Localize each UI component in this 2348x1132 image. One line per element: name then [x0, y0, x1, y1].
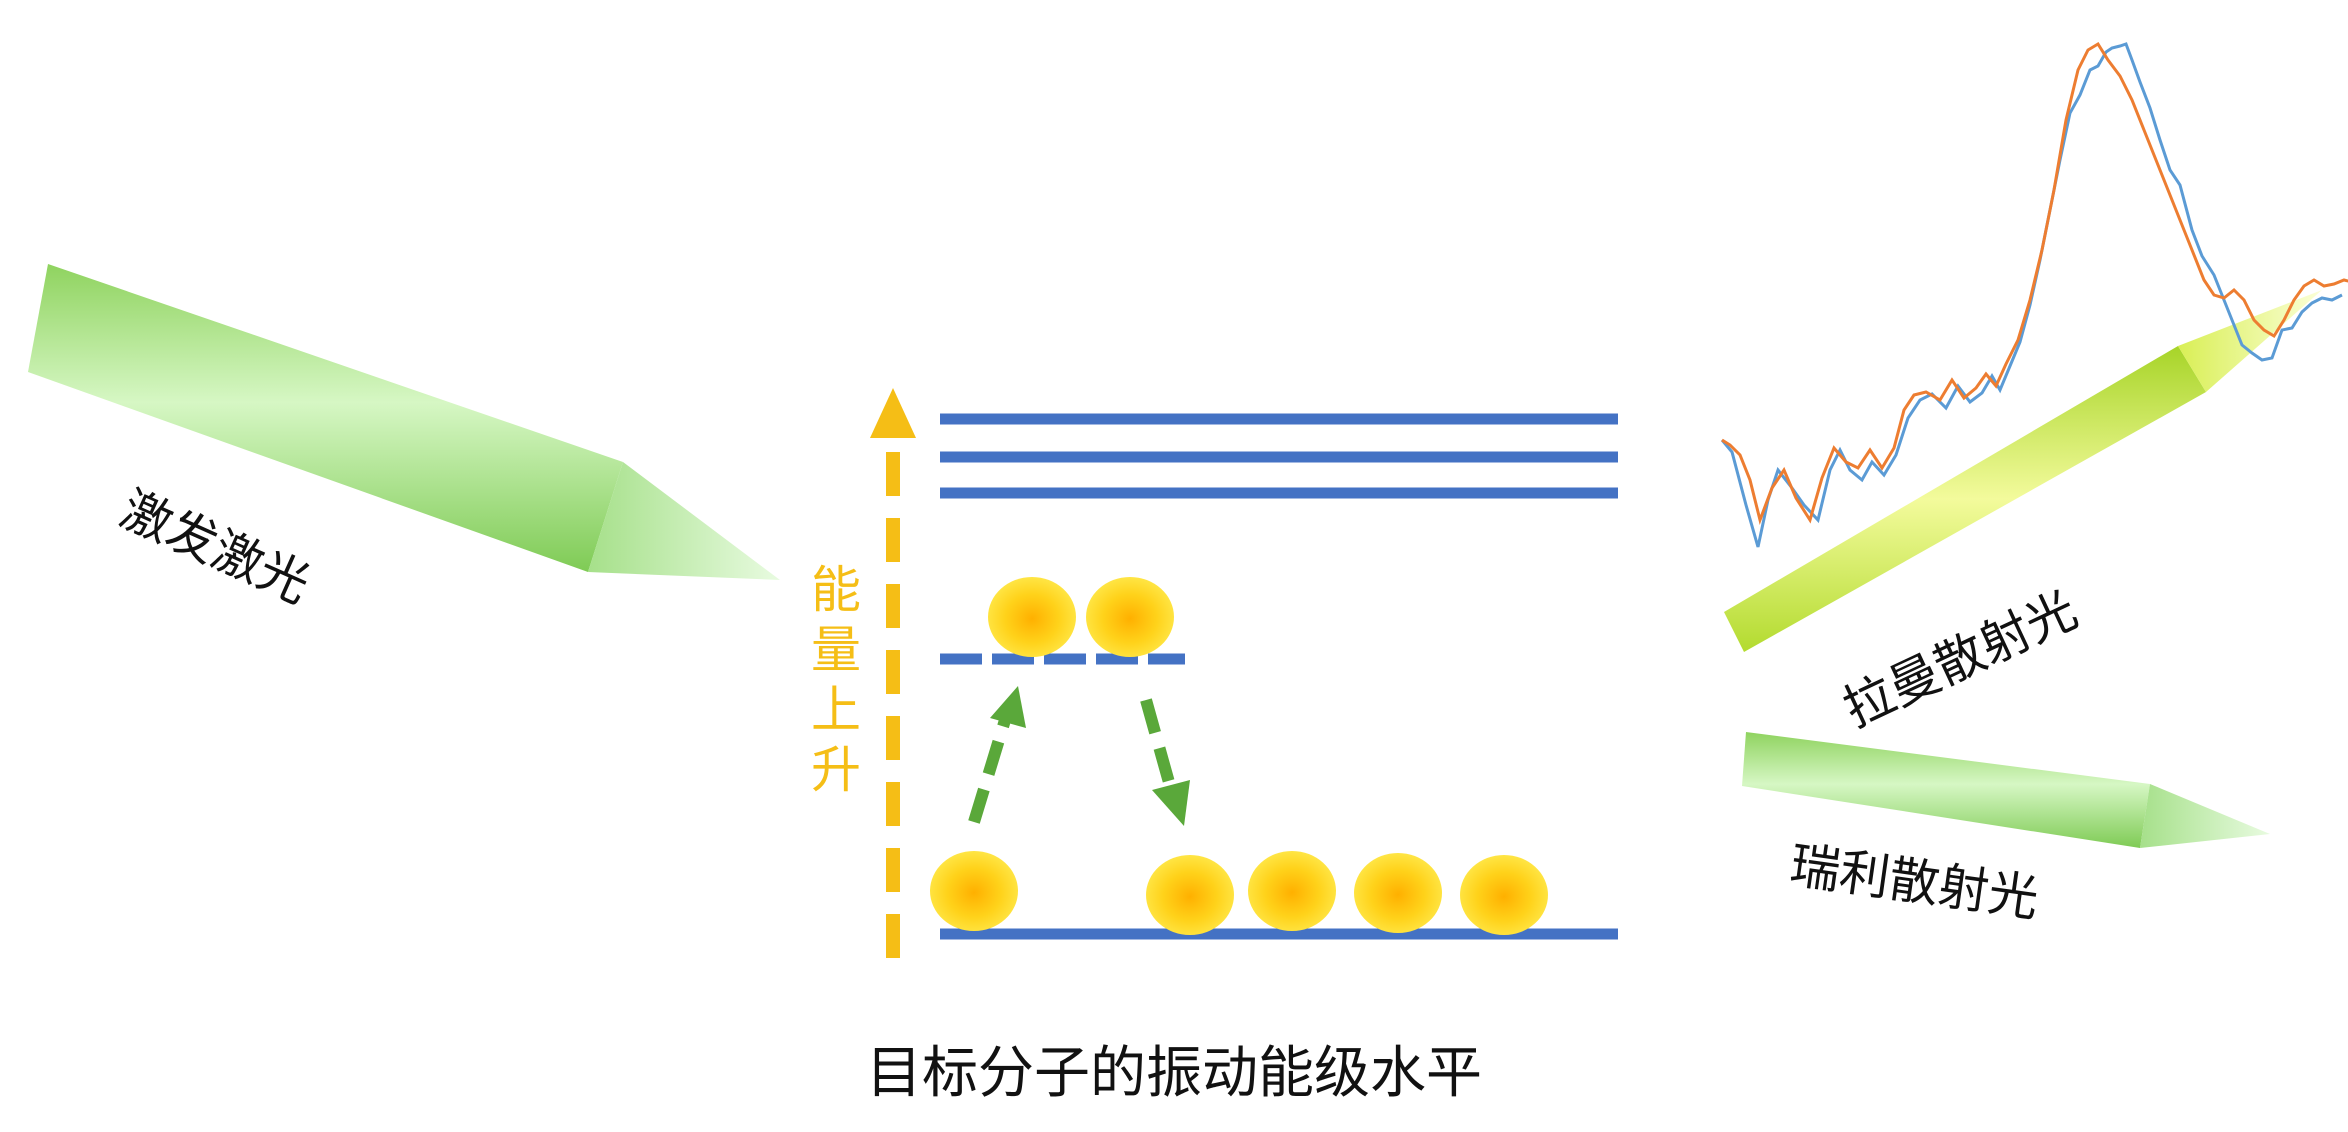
rayleigh-scattering-beam [1742, 732, 2270, 848]
raman-spectrum [1720, 41, 2348, 548]
molecule-excited [1086, 577, 1174, 657]
down-transition-arrow [1140, 698, 1176, 788]
excitation-laser-beam [28, 264, 780, 580]
energy-rise-label: 能量上升 [811, 561, 861, 799]
molecule-ground [1460, 855, 1548, 935]
molecules [930, 577, 1548, 935]
up-transition-arrow [968, 718, 1011, 824]
transition-arrows [968, 686, 1190, 826]
diagram-caption: 目标分子的振动能级水平 [866, 1041, 1482, 1106]
molecule-excited [988, 577, 1076, 657]
molecule-ground [930, 851, 1018, 931]
molecule-ground [1354, 853, 1442, 933]
energy-rise-arrow [870, 388, 916, 958]
energy-levels [940, 413, 1618, 940]
spectrum-line-orange [1721, 41, 2348, 526]
molecule-ground [1248, 851, 1336, 931]
molecule-ground [1146, 855, 1234, 935]
